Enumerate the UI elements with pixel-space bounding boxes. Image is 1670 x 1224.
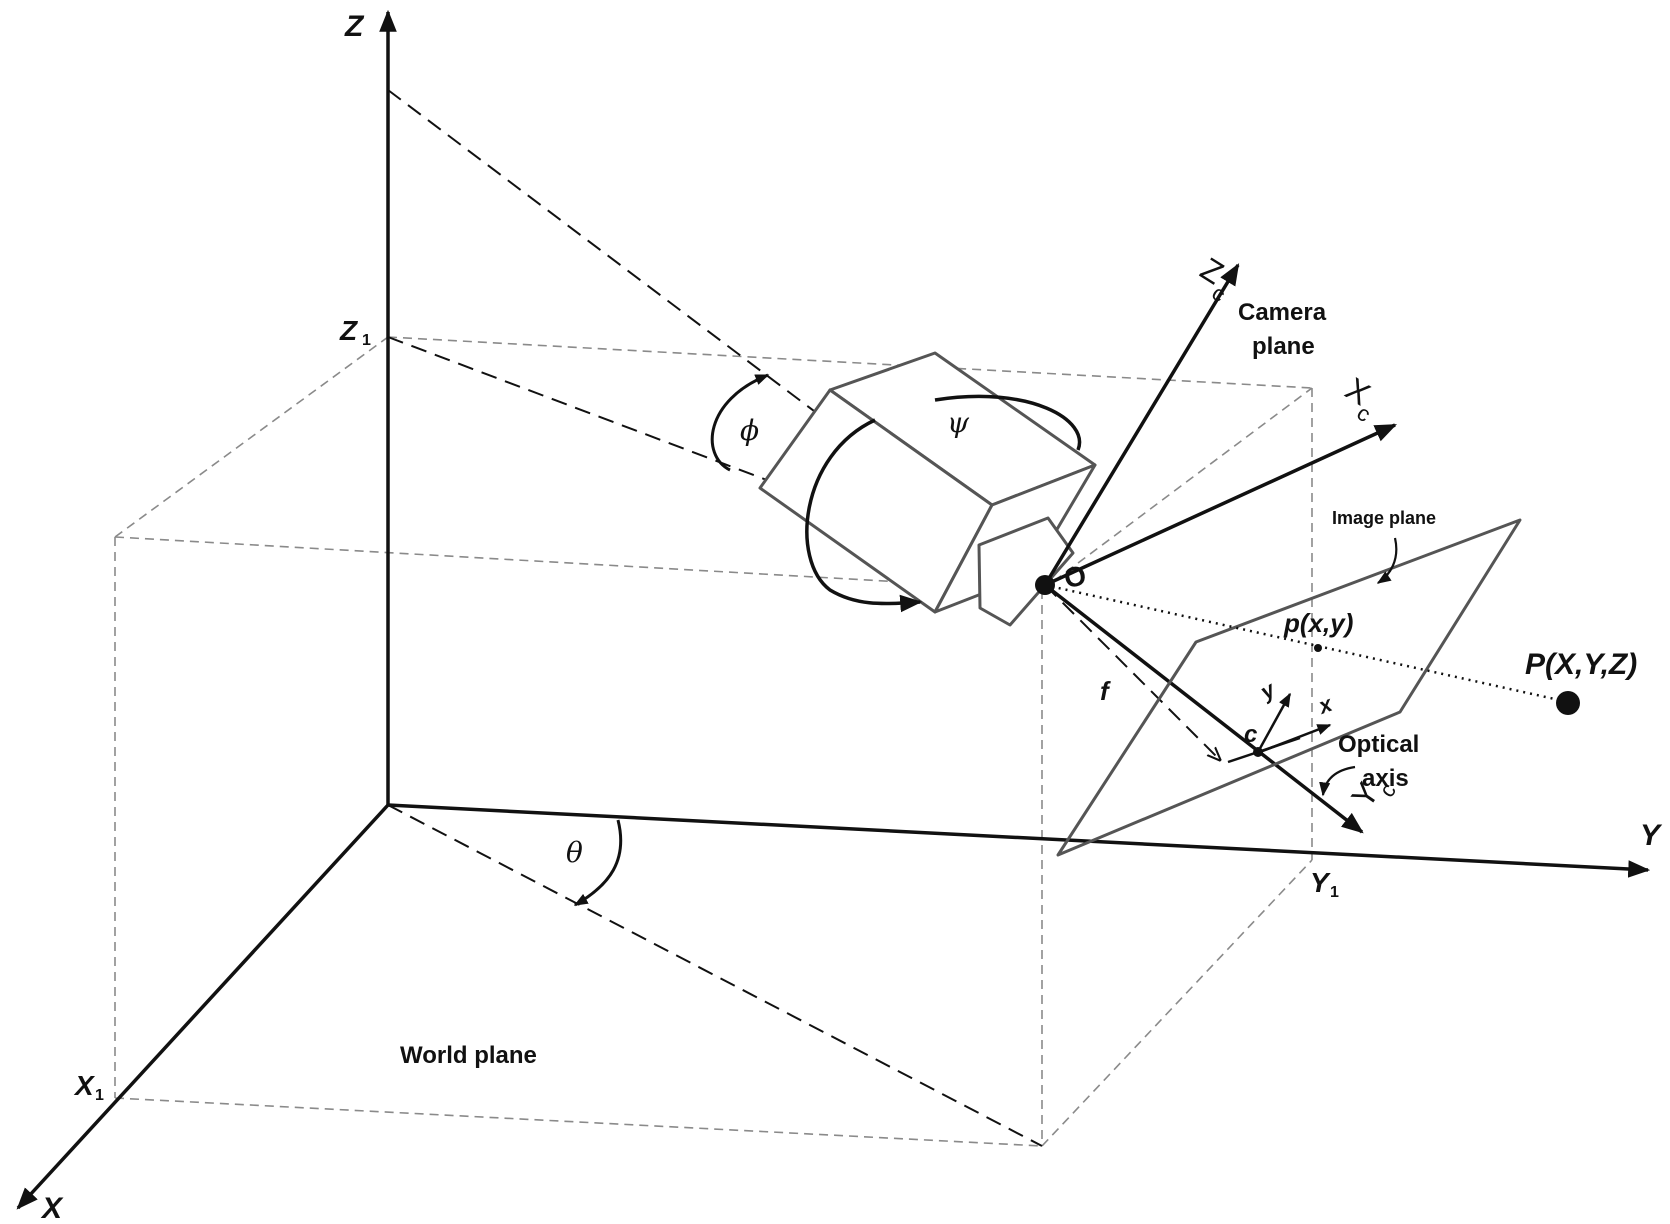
- x-axis: [16, 803, 390, 1210]
- world-point: [1556, 691, 1580, 715]
- zc-axis: [1043, 263, 1240, 586]
- theta-label: θ: [566, 836, 583, 869]
- zc-label-group: Z c: [1194, 250, 1230, 306]
- image-point-comma: ,: [1322, 608, 1330, 638]
- image-y-arrow: [1256, 692, 1292, 753]
- y1-label: Y: [1310, 867, 1331, 898]
- image-x-label: x: [1314, 691, 1336, 719]
- camera-plane-label-line2: plane: [1252, 333, 1315, 360]
- y1-subscript: 1: [1330, 884, 1339, 901]
- world-box: [114, 336, 1313, 1147]
- focal-length-label: f: [1100, 676, 1111, 706]
- y-axis-label: Y: [1640, 819, 1663, 852]
- dash-ground-diagonal: [387, 804, 1043, 1147]
- optical-axis-label-line1: Optical: [1338, 731, 1419, 758]
- xc-label-group: X c: [1339, 370, 1376, 426]
- image-point: [1314, 644, 1322, 652]
- image-point-x: x: [1307, 608, 1325, 638]
- phi-arc: [710, 373, 770, 472]
- world-point-label: P(X,Y,Z): [1525, 648, 1637, 681]
- image-point-y: y: [1328, 608, 1346, 638]
- phi-label: ϕ: [740, 414, 759, 447]
- principal-point-label: c: [1244, 721, 1257, 748]
- psi-label: ψ: [947, 406, 970, 439]
- box-edge-top-front: [114, 536, 1043, 591]
- camera-plane-label-line1: Camera: [1238, 299, 1327, 326]
- box-edge-top-left: [114, 336, 389, 538]
- image-axes: [1227, 692, 1332, 764]
- z-axis-label: Z: [344, 10, 365, 43]
- world-axes: [16, 9, 1651, 1210]
- psi-arc: [805, 418, 923, 613]
- psi-arc-top: [934, 394, 1082, 451]
- origin-label: O: [1062, 560, 1089, 594]
- camera-axes: [1043, 263, 1398, 834]
- box-edge-top-back: [387, 336, 1313, 389]
- z1-subscript: 1: [362, 332, 371, 349]
- dash-focal: [1044, 584, 1220, 760]
- z1-label: Z: [339, 315, 358, 346]
- xc-axis: [1044, 423, 1398, 587]
- projection-ray: [1044, 583, 1569, 704]
- yc-label-group: Y c: [1344, 776, 1401, 814]
- box-edge-top-right: [1041, 387, 1313, 591]
- image-plane-label: Image plane: [1332, 508, 1436, 528]
- x1-subscript: 1: [95, 1087, 104, 1104]
- x-axis-label: X: [40, 1192, 64, 1224]
- theta-arc: [573, 819, 623, 907]
- image-point-suffix: ): [1342, 608, 1354, 638]
- principal-point: [1253, 747, 1263, 757]
- camera-body: [758, 351, 1097, 627]
- image-point-prefix: p(: [1283, 608, 1312, 638]
- image-y-label: y: [1255, 676, 1280, 705]
- yc-axis: [1043, 583, 1364, 834]
- image-point-label: p(x,y): [1283, 608, 1353, 638]
- construction-lines: [387, 89, 1220, 1147]
- optical-axis-label-line2: axis: [1362, 765, 1409, 792]
- image-x-underline: [1227, 736, 1301, 764]
- svg-text:p(x,y): p(x,y): [1283, 608, 1353, 638]
- box-edge-bottom-right: [1041, 859, 1313, 1147]
- box-edge-bottom-front: [114, 1097, 1043, 1147]
- y-axis: [387, 803, 1651, 878]
- origin-point: [1035, 575, 1055, 595]
- x1-label: X: [73, 1070, 96, 1101]
- world-plane-label: World plane: [400, 1042, 537, 1069]
- optical-axis-pointer: [1319, 765, 1356, 797]
- image-plane-pointer: [1376, 537, 1398, 584]
- image-plane: [1056, 518, 1522, 857]
